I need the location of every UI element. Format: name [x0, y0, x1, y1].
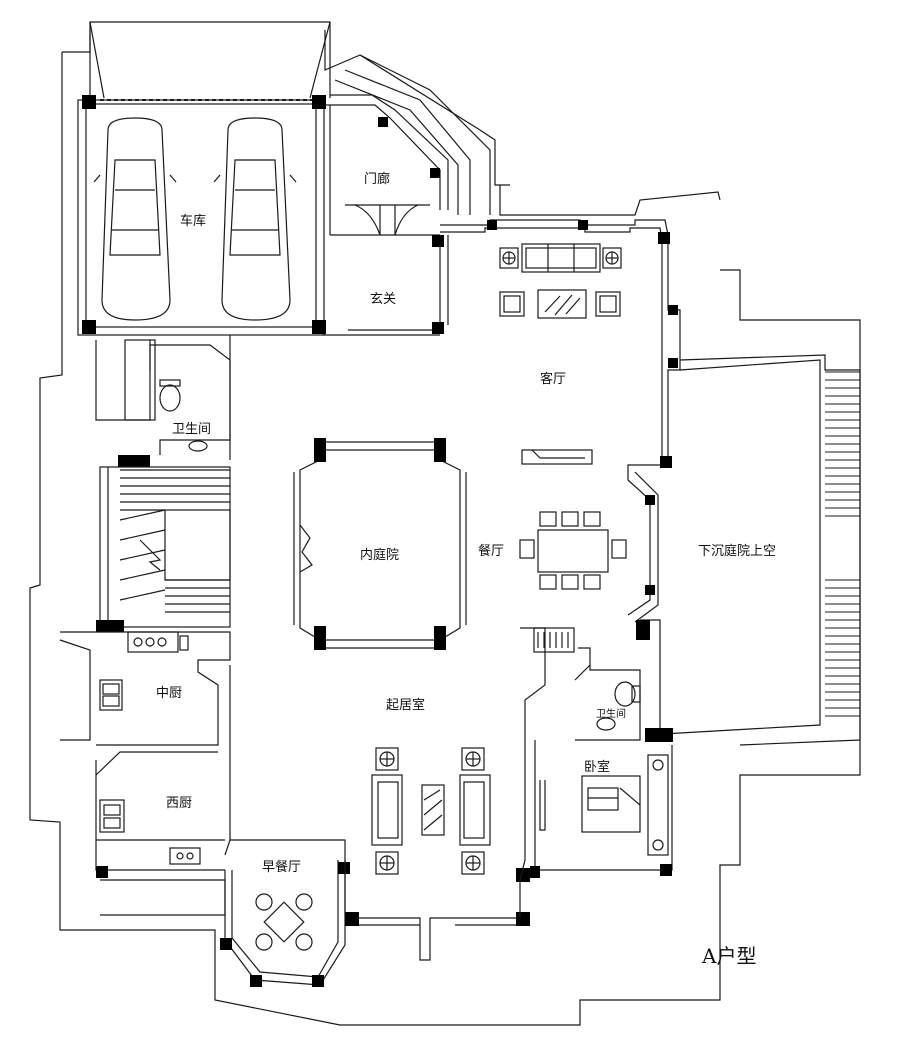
plan-title: A户型	[702, 944, 757, 968]
garage	[77, 21, 331, 336]
label-breakfast-room: 早餐厅	[262, 860, 302, 875]
toilet-icon	[159, 379, 181, 412]
family-room	[345, 627, 546, 961]
interior-walls	[229, 105, 440, 915]
bathroom-2	[533, 619, 673, 742]
bathroom-1	[95, 339, 231, 467]
label-chinese-kitchen: 中厨	[156, 686, 183, 701]
coffee-table-icon	[537, 289, 587, 319]
sofa-icon	[521, 243, 601, 273]
inner-courtyard	[293, 438, 467, 650]
label-bathroom-1: 卫生间	[172, 422, 212, 437]
label-western-kitchen: 西厨	[166, 796, 193, 811]
label-family-room: 起居室	[386, 698, 426, 713]
living-room	[440, 219, 681, 480]
chinese-kitchen	[59, 631, 231, 746]
sofa-icon	[371, 774, 491, 846]
western-kitchen	[95, 751, 226, 916]
car-icon	[213, 117, 297, 321]
side-table-icon	[499, 247, 622, 269]
label-dining-room: 餐厅	[478, 544, 505, 559]
tv-cabinet-icon	[521, 449, 593, 465]
round-table-icon	[255, 893, 313, 951]
sunken-courtyard	[644, 354, 861, 746]
label-sunken-courtyard: 下沉庭院上空	[698, 544, 777, 559]
stair-steps	[825, 371, 860, 717]
bedroom	[530, 740, 673, 878]
porch	[325, 54, 491, 236]
label-bathroom-2: 卫生间	[596, 709, 626, 720]
breakfast-room	[220, 839, 350, 987]
side-table-icon	[375, 747, 485, 875]
dining-table-icon	[519, 511, 627, 590]
coffee-table-icon	[421, 784, 445, 836]
sink-icon	[188, 440, 208, 452]
toilet-icon	[614, 681, 641, 707]
staircase	[96, 466, 231, 632]
sink-icon	[596, 717, 616, 731]
dining-room	[519, 471, 659, 623]
label-bedroom: 卧室	[584, 760, 611, 775]
armchair-icon	[499, 291, 621, 317]
site-outline	[29, 30, 861, 1026]
label-inner-courtyard: 内庭院	[360, 548, 400, 563]
label-living-room: 客厅	[540, 372, 567, 387]
foyer	[330, 234, 449, 334]
label-foyer: 玄关	[370, 292, 397, 307]
label-porch: 门廊	[364, 172, 391, 187]
car-icon	[93, 117, 177, 321]
label-garage: 车库	[180, 214, 207, 229]
